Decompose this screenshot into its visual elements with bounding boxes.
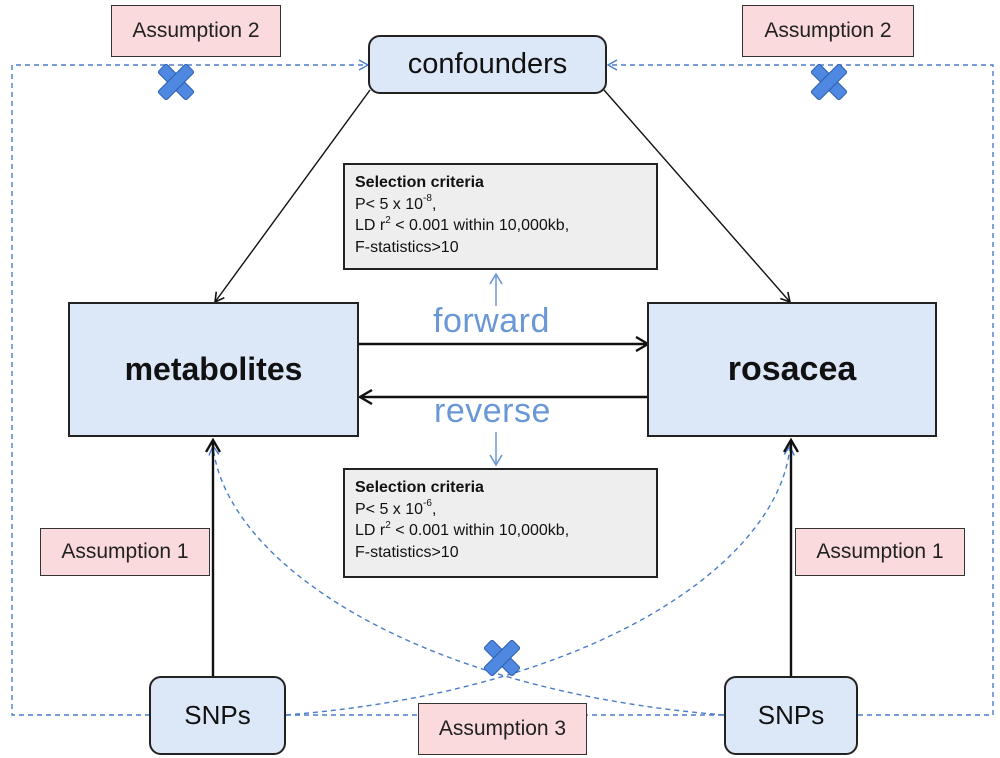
confounders-node: confounders [368,35,607,94]
criteria-title: Selection criteria [355,479,484,496]
ld-suffix: < 0.001 within 10,000kb, [390,217,570,234]
dashed-path-left [11,59,370,716]
dashed-curve-right-to-metabolites [208,444,725,716]
f-statistics: F-statistics>10 [355,543,459,561]
forward-label: forward [433,302,550,340]
criteria-title: Selection criteria [355,174,484,191]
metabolites-node: metabolites [68,302,359,437]
p-exponent: -8 [423,193,432,205]
ld-exponent: 2 [385,519,391,531]
cross-icon [483,639,521,677]
p-threshold: P< 5 x 10 [355,500,424,518]
dashed-path-right [606,59,994,716]
p-threshold: P< 5 x 10 [355,195,424,213]
selection-criteria-forward: Selection criteria P< 5 x 10-8, LD r2 < … [343,163,658,270]
selection-criteria-reverse: Selection criteria P< 5 x 10-6, LD r2 < … [343,468,658,578]
snps-node-left: SNPs [149,676,286,755]
cross-icon [157,63,195,101]
assumption-1-label-left: Assumption 1 [40,528,210,576]
assumption-2-label-right: Assumption 2 [742,5,914,57]
dashed-curve-left-to-rosacea [285,444,795,716]
f-statistics: F-statistics>10 [355,238,459,256]
p-suffix: , [431,500,437,518]
ld-prefix: LD r [355,217,386,234]
ld-exponent: 2 [385,214,391,226]
assumption-3-label: Assumption 3 [418,703,587,755]
arrow-confounders-to-metabolites [214,89,371,304]
snps-node-right: SNPs [724,676,858,755]
cross-icon [810,63,848,101]
p-exponent: -6 [423,498,432,510]
ld-suffix: < 0.001 within 10,000kb, [390,522,570,539]
p-suffix: , [431,195,437,213]
ld-prefix: LD r [355,522,386,539]
rosacea-node: rosacea [647,302,937,437]
assumption-2-label-left: Assumption 2 [111,5,281,57]
assumption-1-label-right: Assumption 1 [795,528,965,576]
reverse-label: reverse [434,392,551,430]
arrow-confounders-to-rosacea [603,89,792,304]
